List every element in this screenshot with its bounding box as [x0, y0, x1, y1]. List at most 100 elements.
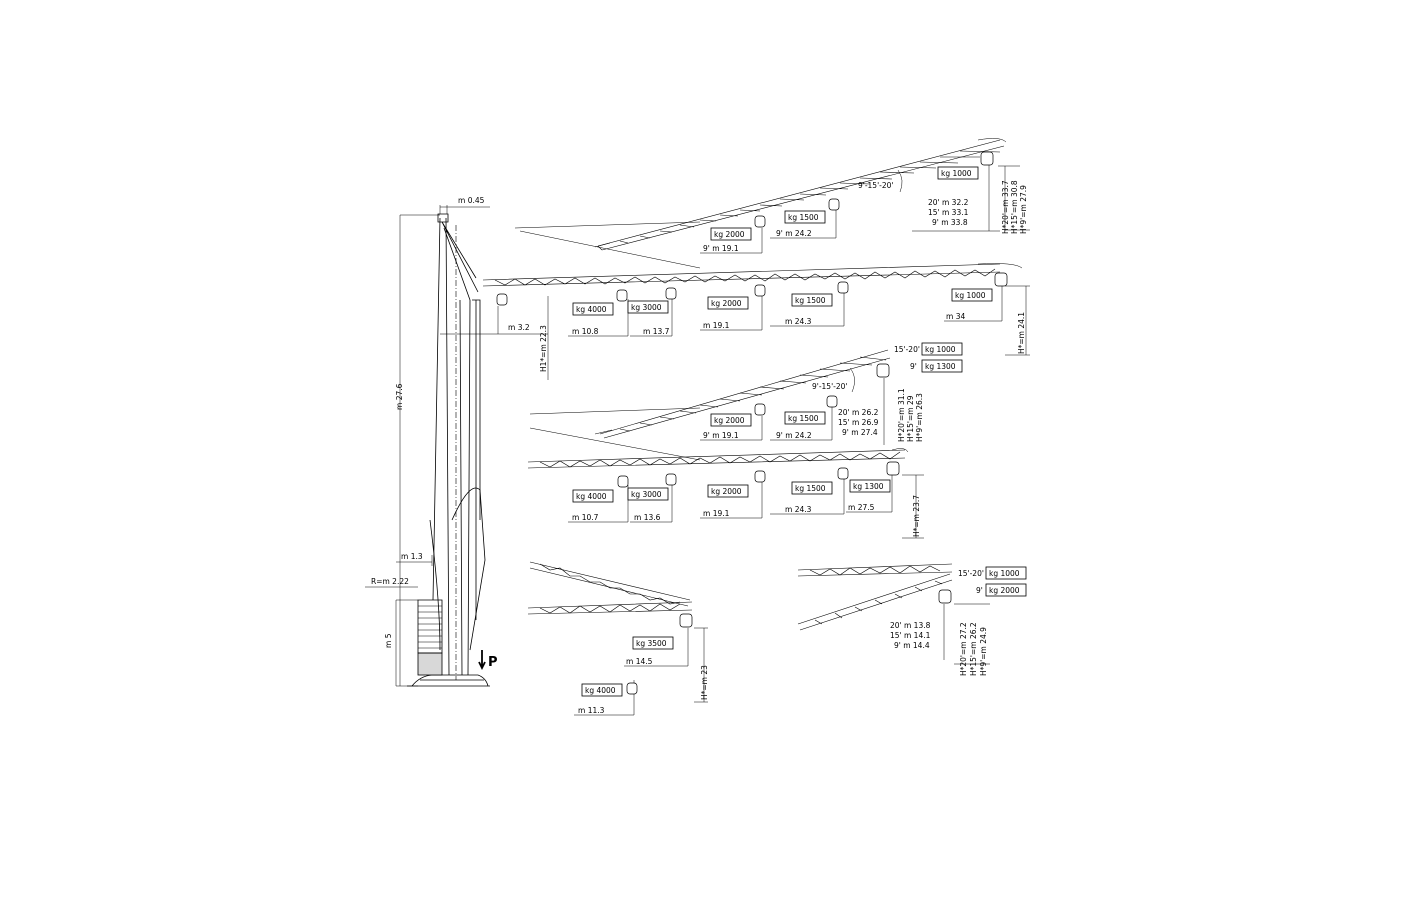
- radius-label: 9' m 19.1: [703, 431, 739, 440]
- hook-icon: [828, 198, 840, 211]
- height-label: H*20'=m 27.2: [959, 622, 968, 676]
- height-label: H*9'=m 24.9: [979, 627, 988, 676]
- load-box: kg 3000: [631, 303, 662, 312]
- radius-label: 15' m 14.1: [890, 631, 931, 640]
- radius-label: 9' m 24.2: [776, 431, 812, 440]
- hook-icon: [665, 473, 677, 486]
- load-box: kg 1500: [795, 484, 826, 493]
- load-box: kg 1500: [788, 414, 819, 423]
- label-counterjib: m 1.3: [401, 552, 423, 561]
- jib-config-2-inclined: [529, 349, 891, 461]
- hook-icon: [626, 682, 638, 695]
- radius-label: 20' m 13.8: [890, 621, 931, 630]
- hook-icon: [837, 467, 849, 480]
- load-box: kg 1000: [941, 169, 972, 178]
- radius-label: m 14.5: [626, 657, 653, 666]
- jib-config-1-inclined: [514, 138, 1007, 269]
- load-box: kg 1000: [955, 291, 986, 300]
- hook-icon: [754, 470, 766, 483]
- height-label: H*20'=m 31.1: [897, 388, 906, 442]
- hook-icon: [837, 281, 849, 294]
- load-box: kg 1500: [788, 213, 819, 222]
- jib-config-3-short: [527, 561, 693, 615]
- radius-label: m 19.1: [703, 509, 730, 518]
- load-box: kg 4000: [585, 686, 616, 695]
- angle-label: 15'-20': [958, 569, 984, 578]
- hook-icon: [617, 475, 629, 488]
- radius-label: m 10.7: [572, 513, 599, 522]
- radius-label: m 13.6: [634, 513, 661, 522]
- radius-label: m 19.1: [703, 321, 730, 330]
- crane-mast: [365, 205, 549, 687]
- angle-label: 9': [910, 362, 917, 371]
- angle-label: 15'-20': [894, 345, 920, 354]
- jib-config-4-short: [797, 563, 953, 631]
- label-radius: R=m 2.22: [371, 577, 409, 586]
- load-box: kg 2000: [711, 299, 742, 308]
- height-label: H*9'=m 26.3: [915, 393, 924, 442]
- angle-label: 9'-15'-20': [812, 382, 847, 391]
- hook-icon: [886, 461, 900, 476]
- load-box: kg 1300: [925, 362, 956, 371]
- radius-label: 9' m 27.4: [842, 428, 878, 437]
- radius-label: 9' m 14.4: [894, 641, 930, 650]
- height-label: H*=m 23: [700, 665, 709, 700]
- label-jib-pivot: m 3.2: [508, 323, 530, 332]
- height-label: H*15'=m 29: [906, 395, 915, 442]
- radius-label: m 13.7: [643, 327, 670, 336]
- hook-icon: [754, 215, 766, 228]
- radius-label: 9' m 19.1: [703, 244, 739, 253]
- height-label: H*15'=m 30.8: [1010, 180, 1019, 234]
- height-label: H*15'=m 26.2: [969, 622, 978, 676]
- jib-config-2-horizontal: [527, 448, 909, 469]
- radius-label: m 34: [946, 312, 965, 321]
- load-box: kg 1000: [989, 569, 1020, 578]
- hook-icon: [826, 395, 838, 408]
- hook-icon: [994, 272, 1008, 287]
- load-box: kg 2000: [989, 586, 1020, 595]
- load-box: kg 2000: [711, 487, 742, 496]
- load-box: kg 1000: [925, 345, 956, 354]
- load-box: kg 1500: [795, 296, 826, 305]
- hook-icon: [754, 284, 766, 297]
- radius-label: m 11.3: [578, 706, 605, 715]
- label-p: P: [488, 655, 498, 670]
- hook-icon: [665, 287, 677, 300]
- height-label: H*20'=m 33.7: [1001, 180, 1010, 234]
- hook-icon: [980, 151, 994, 166]
- hook-icon: [876, 363, 890, 378]
- angle-label: 9': [976, 586, 983, 595]
- hook-icon: [616, 289, 628, 302]
- height-label: H*=m 23.7: [912, 495, 921, 537]
- radius-label: 9' m 24.2: [776, 229, 812, 238]
- hook-icon: [496, 293, 508, 306]
- load-box: kg 2000: [714, 416, 745, 425]
- load-box: kg 4000: [576, 305, 607, 314]
- radius-label: m 24.3: [785, 317, 812, 326]
- load-box: kg 3500: [636, 639, 667, 648]
- hook-icon: [938, 589, 952, 604]
- height-label: H*=m 24.1: [1017, 312, 1026, 354]
- label-mast-offset: m 0.45: [458, 196, 485, 205]
- height-label: H*9'=m 27.9: [1019, 185, 1028, 234]
- radius-label: 20' m 32.2: [928, 198, 969, 207]
- load-box: kg 4000: [576, 492, 607, 501]
- label-mast-height: m 27.6: [395, 383, 404, 410]
- load-box: kg 3000: [631, 490, 662, 499]
- jib-config-1-horizontal: [482, 263, 1023, 287]
- hook-icon: [754, 403, 766, 416]
- radius-label: 15' m 26.9: [838, 418, 879, 427]
- radius-label: 20' m 26.2: [838, 408, 879, 417]
- radius-label: 15' m 33.1: [928, 208, 969, 217]
- radius-label: 9' m 33.8: [932, 218, 968, 227]
- radius-label: m 24.3: [785, 505, 812, 514]
- load-box: kg 1300: [853, 482, 884, 491]
- label-base-height: m 5: [384, 633, 393, 648]
- radius-label: m 10.8: [572, 327, 599, 336]
- label-h1-height: H1*=m 22.3: [539, 325, 548, 372]
- angle-label: 9'-15'-20': [858, 181, 893, 190]
- hook-icon: [679, 613, 693, 628]
- load-box: kg 2000: [714, 230, 745, 239]
- radius-label: m 27.5: [848, 503, 875, 512]
